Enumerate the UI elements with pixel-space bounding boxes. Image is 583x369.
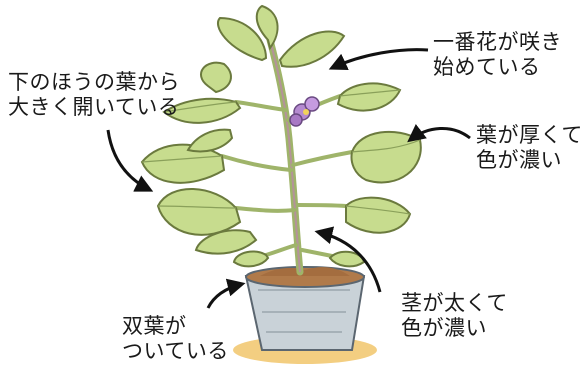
main-stem xyxy=(270,40,300,272)
label-first-flower-line2: 始めている xyxy=(433,55,562,80)
plant-pot xyxy=(246,267,364,350)
label-first-flower-line1: 一番花が咲き xyxy=(433,30,562,55)
label-thick-stem-line2: 色が濃い xyxy=(401,316,508,341)
label-lower-leaves-line2: 大きく開いている xyxy=(8,95,180,120)
arrow-first-flower xyxy=(332,50,428,68)
leaves xyxy=(142,6,421,266)
arrow-cotyledons xyxy=(208,284,242,308)
label-thick-leaves-line1: 葉が厚くて xyxy=(476,123,583,148)
label-cotyledons-line2: ついている xyxy=(122,339,229,364)
label-lower-leaves: 下のほうの葉から 大きく開いている xyxy=(8,70,180,120)
label-thick-stem: 茎が太くて 色が濃い xyxy=(401,291,508,341)
label-thick-stem-line1: 茎が太くて xyxy=(401,291,508,316)
label-first-flower: 一番花が咲き 始めている xyxy=(433,30,562,80)
label-thick-leaves: 葉が厚くて 色が濃い xyxy=(476,123,583,173)
label-thick-leaves-line2: 色が濃い xyxy=(476,148,583,173)
label-cotyledons-line1: 双葉が xyxy=(122,314,229,339)
label-cotyledons: 双葉が ついている xyxy=(122,314,229,364)
label-lower-leaves-line1: 下のほうの葉から xyxy=(8,70,180,95)
arrow-thick-leaves xyxy=(410,128,470,140)
first-flower xyxy=(290,97,319,126)
